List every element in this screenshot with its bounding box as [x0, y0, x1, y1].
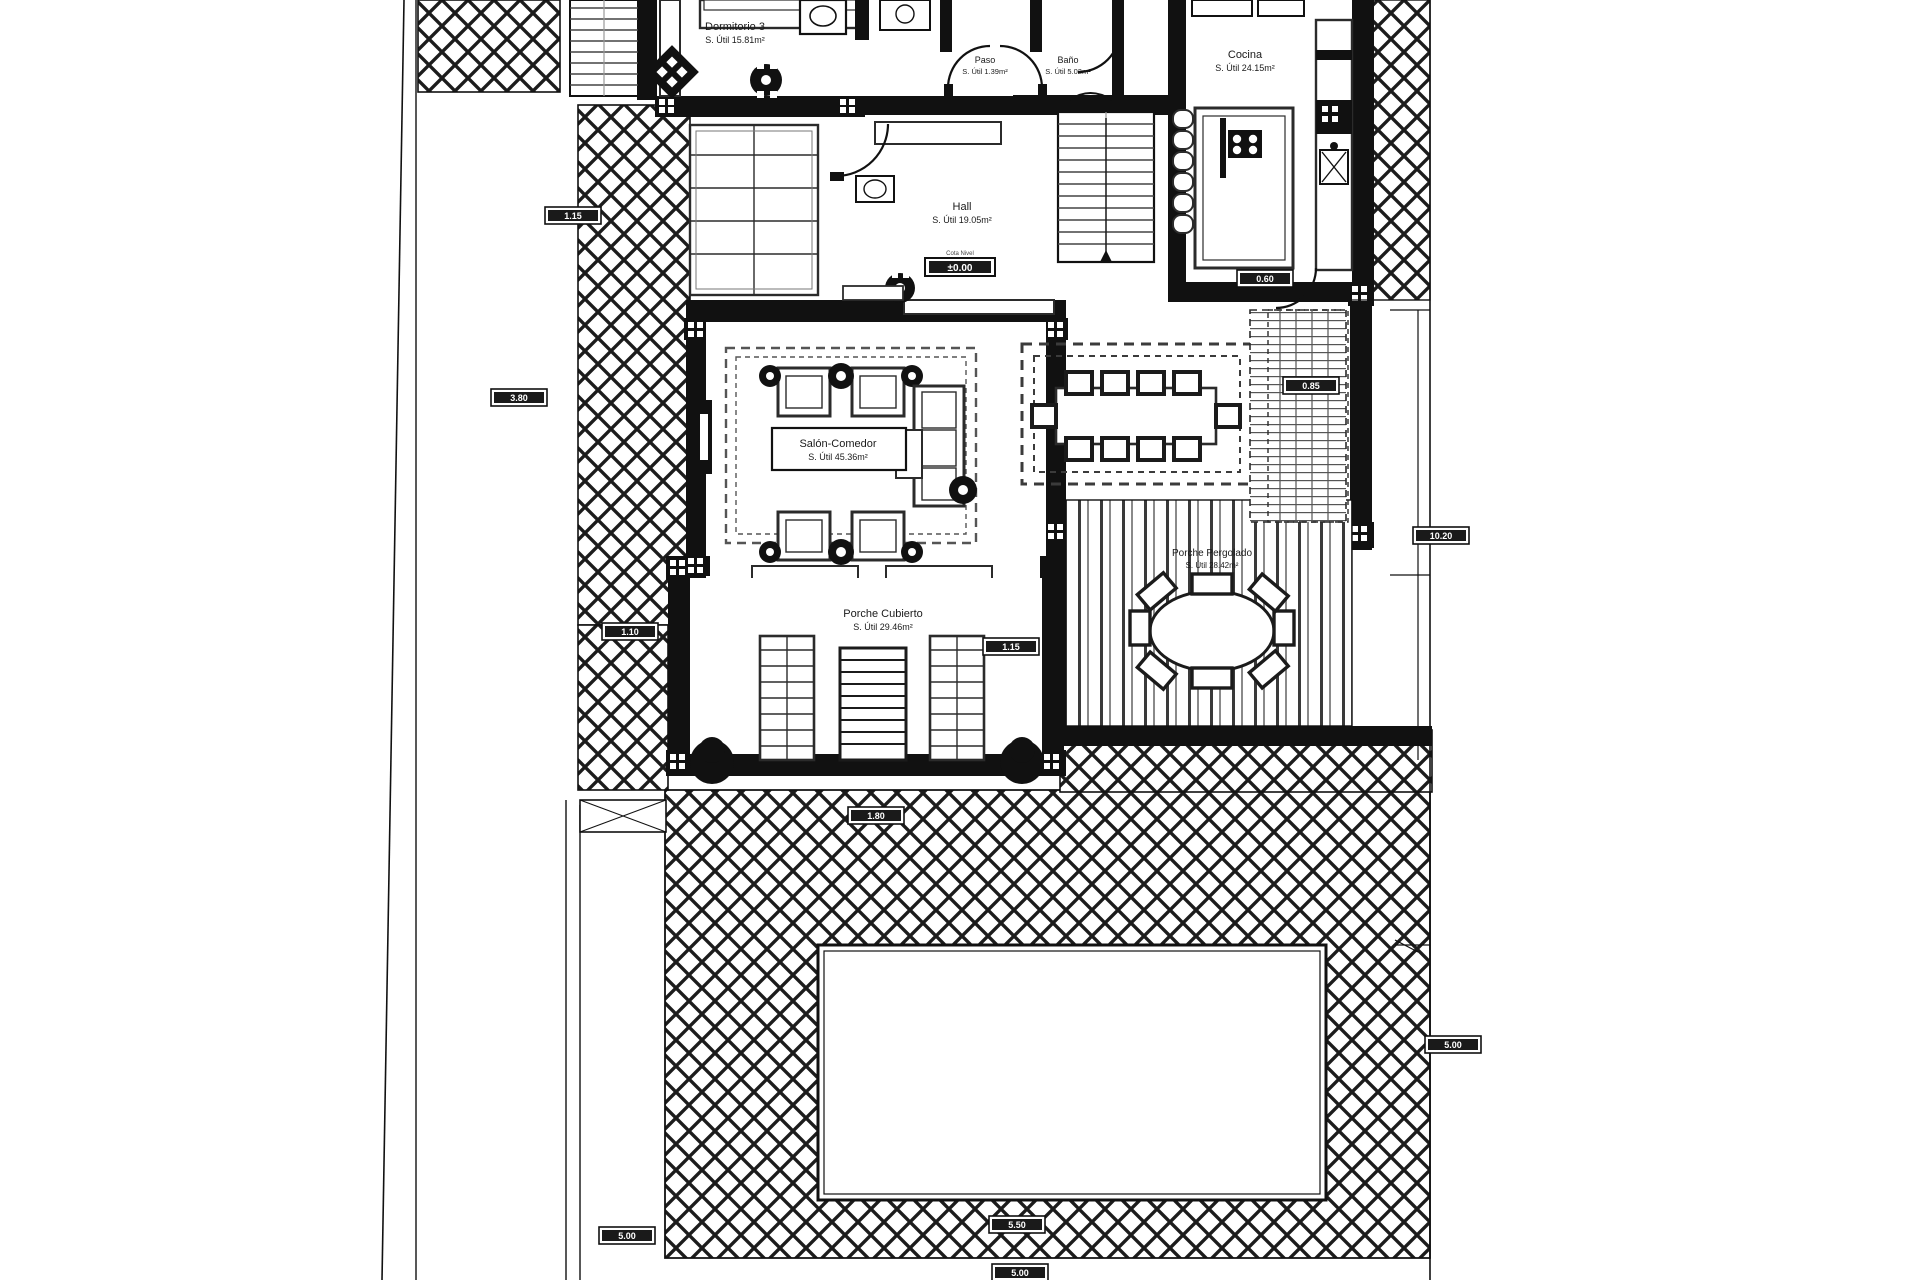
swimming-pool [816, 943, 1328, 1202]
dimension-tag-value: 5.00 [1011, 1268, 1029, 1278]
dimension-tag-value: 1.80 [867, 811, 885, 821]
bar-stools [1172, 109, 1194, 234]
room-area-paso: S. Útil 1.39m² [962, 67, 1008, 76]
oval-outdoor-table [1148, 589, 1276, 673]
porche-pergolado-group [1065, 309, 1353, 727]
guest-wc [830, 123, 895, 203]
dimension-tag: 1.15 [544, 206, 602, 225]
dimension-tag-value: 5.50 [1008, 1220, 1026, 1230]
dimension-tag-value: 3.80 [510, 393, 528, 403]
room-label-dormitorio3: Dormitorio 3 [705, 21, 765, 33]
dimension-tag-value: 1.15 [1002, 642, 1020, 652]
dimension-tag-value: 5.00 [1444, 1040, 1462, 1050]
pergola-paving [1250, 310, 1346, 522]
garden-right-top [1369, 0, 1431, 301]
paso-bano-walls [940, 0, 1124, 110]
dimension-tag: 10.20 [1412, 526, 1470, 545]
kitchen-group [1172, 0, 1354, 310]
dining-area-group [1020, 342, 1254, 486]
dining-table [1054, 386, 1218, 446]
console-table [874, 121, 1002, 145]
staircase-upper-left [569, 0, 639, 97]
right-side-trellis [1267, 309, 1349, 523]
dimension-tag: 5.50 [988, 1215, 1046, 1234]
porche-cubierto-group [690, 578, 1044, 784]
window-bench [885, 565, 993, 581]
sideboard [903, 299, 1055, 315]
fireplace [696, 400, 712, 474]
dining-chair [1030, 370, 1242, 462]
upper-rooms-group [569, 0, 1354, 315]
garden-upper-left [417, 0, 561, 93]
outdoor-chair [1128, 570, 1296, 692]
stair-rail-top [1056, 92, 1156, 111]
level-marker: Cota Nivel ±0.00 [924, 251, 996, 277]
room-label-porche-pergolado: Porche Pergolado [1172, 548, 1252, 559]
dining-rug-outer [1020, 342, 1254, 486]
hall-closets [688, 123, 820, 297]
armchair-inner [785, 375, 897, 553]
window-bench [751, 565, 859, 581]
pillar-markers [659, 99, 1367, 769]
dimension-tag-value: 0.60 [1256, 274, 1274, 284]
level-marker-value: ±0.00 [948, 263, 973, 274]
dimension-tag: 0.60 [1236, 269, 1294, 288]
bathroom-fixtures-top [798, 0, 931, 40]
dimension-leaders [1352, 299, 1419, 953]
dimension-tag: 3.80 [490, 388, 548, 407]
room-label-bano: Baño [1057, 55, 1078, 65]
gate-symbol [579, 799, 667, 833]
room-label-cocina: Cocina [1228, 49, 1263, 61]
room-labels: Dormitorio 3 S. Útil 15.81m² Paso S. Úti… [705, 21, 1275, 632]
dimension-tag: 0.85 [1282, 376, 1340, 395]
room-label-salon: Salón-Comedor [799, 438, 876, 450]
lounger-slats [930, 636, 984, 760]
daybed [838, 646, 908, 762]
dimension-tag: 1.80 [847, 806, 905, 825]
label-card-salon [770, 426, 908, 472]
round-fixture [750, 62, 782, 98]
room-area-hall: S. Útil 19.05m² [932, 215, 992, 225]
room-label-hall: Hall [953, 201, 972, 213]
garden-left [577, 104, 691, 626]
dimension-tag: 1.10 [601, 622, 659, 641]
room-area-salon: S. Útil 45.36m² [808, 452, 868, 462]
dimension-tag: 5.00 [1424, 1035, 1482, 1054]
room-area-cocina: S. Útil 24.15m² [1215, 63, 1275, 73]
room-area-porche-pergolado: S. Útil 28.42m² [1186, 561, 1239, 570]
interior-staircase [1056, 110, 1156, 264]
dimension-tag: 1.15 [982, 637, 1040, 656]
door-leaves-top [944, 84, 1047, 98]
side-table [759, 363, 923, 565]
sofa [912, 384, 977, 508]
dimension-tag-value: 0.85 [1302, 381, 1320, 391]
dimension-tag-value: 1.15 [564, 211, 582, 221]
lounger-slats [760, 636, 814, 760]
dimension-tags: 1.15 3.80 1.10 1.15 0.85 0.60 [490, 206, 1482, 1280]
dimension-tag-value: 1.10 [621, 627, 639, 637]
level-marker-caption: Cota Nivel [946, 251, 974, 257]
room-area-dormitorio3: S. Útil 15.81m² [705, 35, 765, 45]
room-area-porche-cubierto: S. Útil 29.46m² [853, 622, 913, 632]
room-area-bano: S. Útil 5.02m² [1045, 67, 1091, 76]
dimension-tag: 5.00 [991, 1263, 1049, 1280]
sink-icon [1319, 142, 1349, 185]
room-label-paso: Paso [975, 55, 996, 65]
garden-left-lower [577, 624, 669, 791]
room-label-porche-cubierto: Porche Cubierto [843, 608, 923, 620]
dimension-tag-value: 5.00 [618, 1231, 636, 1241]
dimension-tag-value: 10.20 [1430, 531, 1453, 541]
cooktop-icon [1228, 130, 1262, 158]
dimension-tag: 5.00 [598, 1226, 656, 1245]
